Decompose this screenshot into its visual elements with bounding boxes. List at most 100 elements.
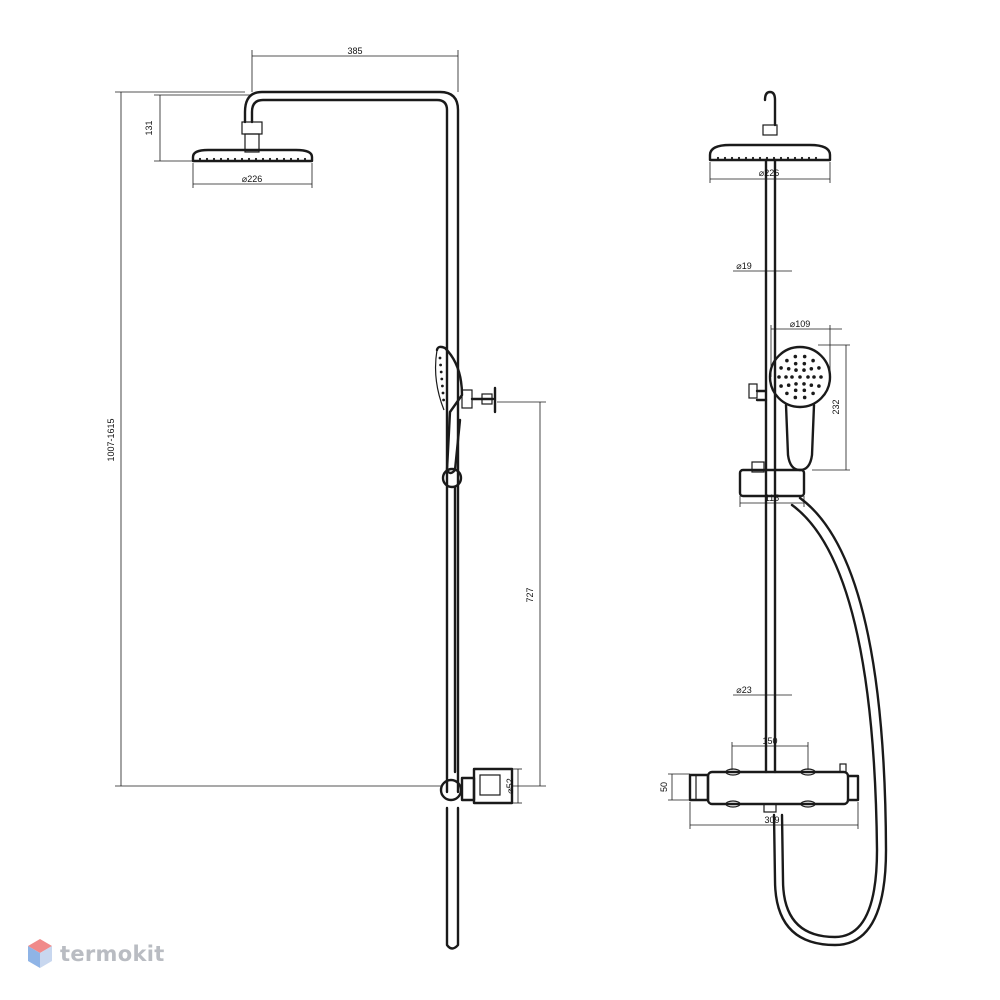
nozzle-dot [779, 156, 783, 160]
side-hand-face [434, 349, 445, 411]
nozzle-dot [744, 156, 748, 160]
front-hose-outer [772, 496, 888, 947]
nozzle-dot [254, 157, 258, 161]
dim-309: 309 [764, 815, 779, 825]
dimension-width: 385 [251, 46, 459, 92]
nozzle-dot [800, 156, 804, 160]
nozzle-dot [219, 157, 223, 161]
dim-385: 385 [347, 46, 362, 56]
front-slider [738, 468, 806, 498]
nozzle-dot [441, 384, 444, 388]
nozzle-dot [212, 157, 216, 161]
dim-232: 232 [831, 399, 841, 414]
front-mixer-left-cap [688, 773, 710, 802]
dim-23: ⌀23 [736, 685, 751, 695]
dimension-head-diameter-front: ⌀226 [709, 162, 831, 183]
side-head-neck [244, 133, 260, 153]
nozzle-dot [779, 384, 783, 388]
nozzle-dot [716, 156, 720, 160]
nozzle-dot [268, 157, 272, 161]
nozzle-dot [438, 356, 442, 360]
nozzle-dot [198, 157, 202, 161]
dimension-spacing: 727 [497, 401, 546, 787]
nozzle-dot [240, 157, 244, 161]
nozzle-dot [814, 156, 818, 160]
nozzle-dot [751, 156, 755, 160]
dimension-slider-width: 115 [739, 493, 805, 507]
dim-50: 50 [659, 782, 669, 792]
nozzle-dot [812, 375, 816, 379]
nozzle-dot [802, 395, 807, 400]
nozzle-dot [441, 391, 445, 395]
nozzle-dot [817, 384, 821, 388]
dimension-hand-length: 232 [812, 344, 850, 471]
dimension-wall-outlet: ⌀52 [505, 768, 522, 804]
nozzle-dot [233, 157, 237, 161]
nozzle-dot [730, 156, 734, 160]
nozzle-dot [811, 391, 815, 396]
nozzle-dot [786, 156, 790, 160]
nozzle-dot [772, 156, 776, 160]
nozzle-dot [765, 156, 769, 160]
front-view: ⌀226 ⌀19 ⌀109 232 115 ⌀23 [659, 90, 888, 947]
dimension-riser-upper: ⌀19 [733, 261, 792, 272]
nozzle-dot [296, 157, 300, 161]
nozzle-dot [793, 156, 797, 160]
front-head-shower [708, 143, 832, 162]
nozzle-dot [786, 366, 791, 371]
nozzle-dot [806, 375, 810, 379]
dimension-total-height: 1007-1615 [106, 91, 441, 787]
nozzle-dot [793, 388, 798, 393]
nozzle-dot [261, 157, 265, 161]
nozzle-dot [802, 354, 807, 359]
nozzle-dot [809, 383, 814, 388]
nozzle-dot [817, 366, 821, 370]
watermark-brand: termokit [60, 942, 165, 966]
nozzle-dot [303, 157, 307, 161]
front-mixer-button [839, 763, 847, 773]
cube-logo-icon [28, 939, 52, 968]
dimension-mixer-width: 309 [689, 802, 859, 829]
front-riser-top [763, 90, 777, 127]
dimension-mixer-spacing: 150 [731, 736, 809, 770]
dim-131: 131 [144, 120, 154, 135]
dim-150: 150 [762, 736, 777, 746]
dim-109: ⌀109 [790, 319, 810, 329]
side-riser-outer [250, 98, 449, 794]
watermark: termokit [26, 937, 165, 971]
nozzle-dot [794, 368, 798, 372]
dim-19: ⌀19 [736, 261, 751, 271]
nozzle-dot [226, 157, 230, 161]
side-slider-ball [441, 467, 463, 489]
front-hose-outlet [763, 803, 777, 813]
side-mixer-body [460, 776, 476, 802]
nozzle-dot [289, 157, 293, 161]
nozzle-dot [737, 156, 741, 160]
nozzle-dot [807, 156, 811, 160]
side-head-shower [191, 148, 314, 163]
nozzle-dot [790, 375, 794, 379]
front-slider-top [751, 461, 765, 473]
dimension-hand-diameter: ⌀109 [770, 319, 842, 377]
nozzle-dot [811, 358, 815, 363]
nozzle-dot [793, 361, 798, 366]
front-mixer-joint-left [725, 768, 741, 776]
nozzle-dot [439, 363, 442, 367]
nozzle-dot [785, 391, 789, 396]
nozzle-dot [275, 157, 279, 161]
nozzle-dot [442, 398, 445, 402]
nozzle-dot [777, 375, 781, 379]
nozzle-dot [802, 388, 807, 393]
dimension-head-height: 131 [144, 94, 250, 162]
nozzle-dot [784, 375, 788, 379]
side-view: 385 131 ⌀226 1007-1615 727 [106, 46, 546, 950]
nozzle-dot [798, 375, 802, 379]
nozzle-dot [802, 368, 806, 372]
front-mixer-body [706, 770, 850, 806]
dim-727: 727 [525, 587, 535, 602]
nozzle-dot [793, 395, 798, 400]
side-hose-lower [445, 806, 460, 950]
nozzle-dot [785, 358, 789, 363]
front-head-connector [762, 124, 778, 136]
dim-115: 115 [765, 493, 779, 503]
